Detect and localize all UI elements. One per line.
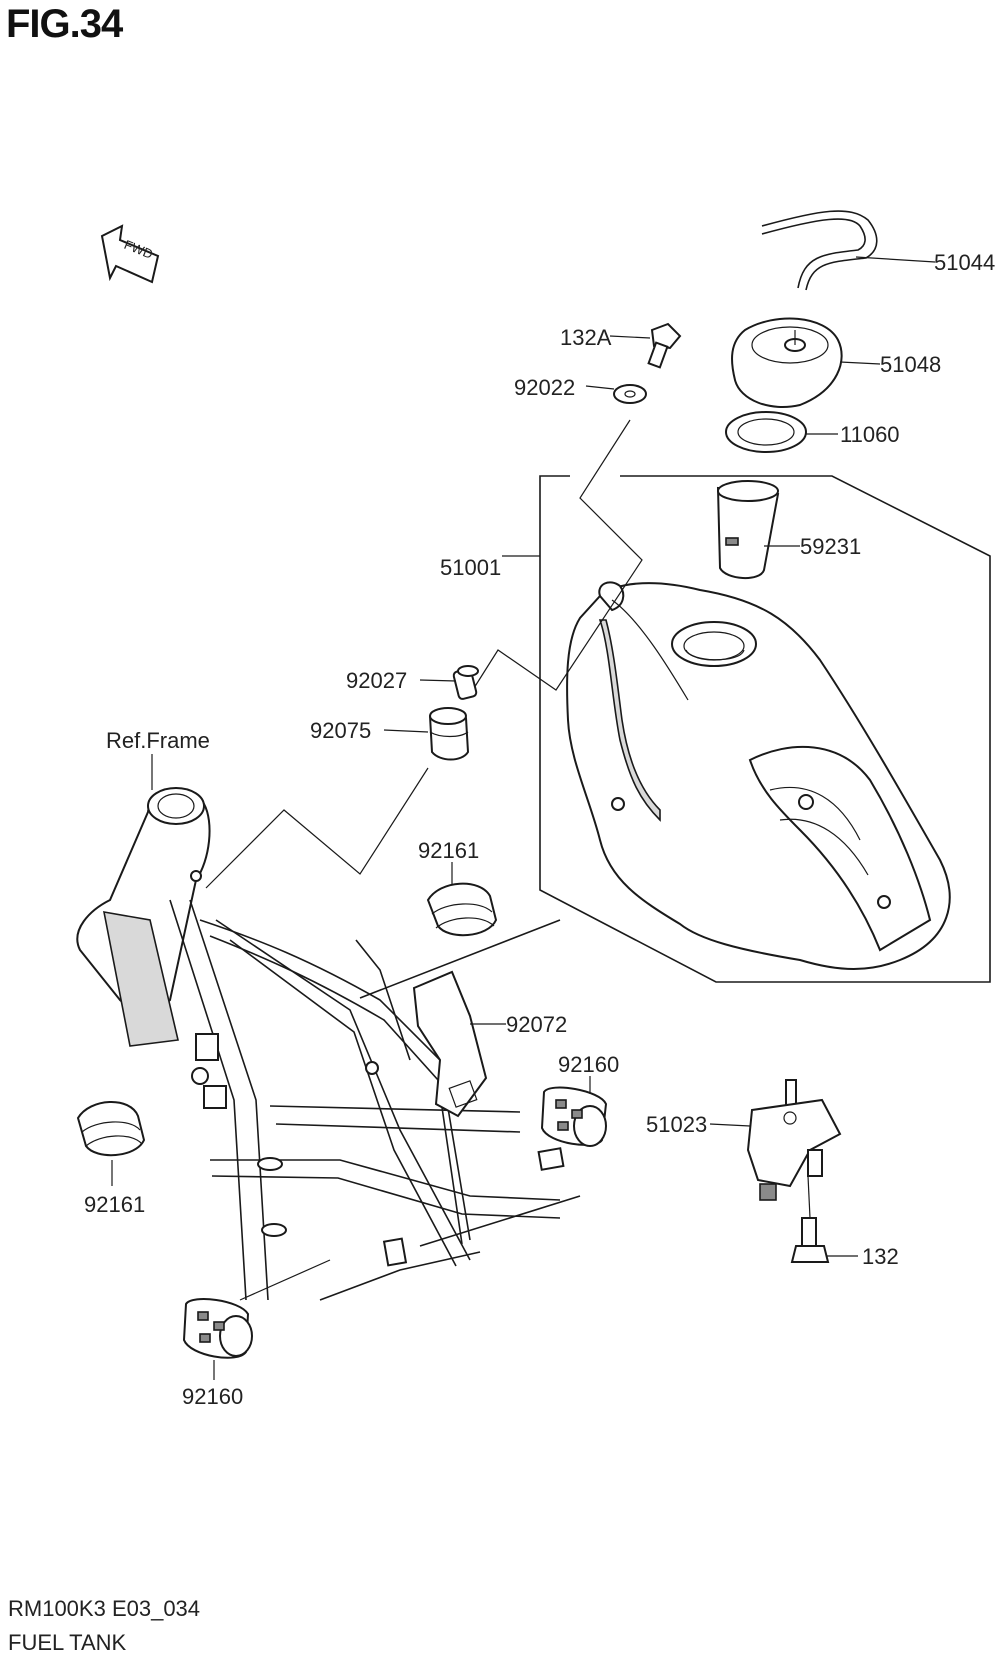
screw-132: [790, 1175, 858, 1263]
band-92072: [412, 970, 506, 1118]
part-label-92027: 92027: [346, 668, 407, 693]
part-label-92160-right: 92160: [558, 1052, 619, 1077]
washer-92022: [585, 384, 647, 404]
grommet-92075: [383, 707, 470, 761]
ref-frame: [76, 754, 581, 1301]
part-label-92161-upper: 92161: [418, 838, 479, 863]
part-label-132A: 132A: [560, 325, 612, 350]
fwd-arrow-icon: FWD: [100, 224, 160, 284]
part-label-11060: 11060: [840, 422, 900, 447]
part-label-92075: 92075: [310, 718, 371, 743]
cushion-92160-right: [540, 1076, 608, 1147]
part-label-92161-lower: 92161: [84, 1192, 145, 1217]
cushion-92161-lower: [76, 1101, 146, 1186]
tank-group-bracket: [502, 475, 991, 983]
collar-92027: [419, 665, 479, 700]
part-label-51023: 51023: [646, 1112, 707, 1137]
part-label-51048: 51048: [880, 352, 941, 377]
part-label-92072: 92072: [506, 1012, 567, 1037]
fuel-cock-51023: [709, 1079, 842, 1201]
leader-92022: [473, 419, 643, 691]
part-label-92160-lower: 92160: [182, 1384, 243, 1409]
breather-hose-51044: [761, 210, 936, 291]
figure-code: RM100K3 E03_034: [8, 1596, 201, 1621]
cushion-92160-lower: [182, 1259, 331, 1380]
part-label-59231: 59231: [800, 534, 861, 559]
filter-59231: [716, 480, 800, 579]
gasket-11060: [725, 411, 838, 453]
figure-title: FIG.34: [6, 2, 123, 46]
part-label-92022: 92022: [514, 375, 575, 400]
cushion-92161-upper: [426, 862, 498, 937]
part-label-51044: 51044: [934, 250, 995, 275]
part-label-132: 132: [862, 1244, 899, 1269]
ref-frame-label: Ref.Frame: [106, 728, 210, 753]
leader-92075: [205, 767, 429, 889]
figure-name: FUEL TANK: [8, 1630, 127, 1655]
fuel-tank-51001: [566, 581, 951, 970]
part-label-51001: 51001: [440, 555, 501, 580]
fuel-cap-51048: [731, 317, 881, 409]
bolt-132A: [609, 322, 682, 369]
